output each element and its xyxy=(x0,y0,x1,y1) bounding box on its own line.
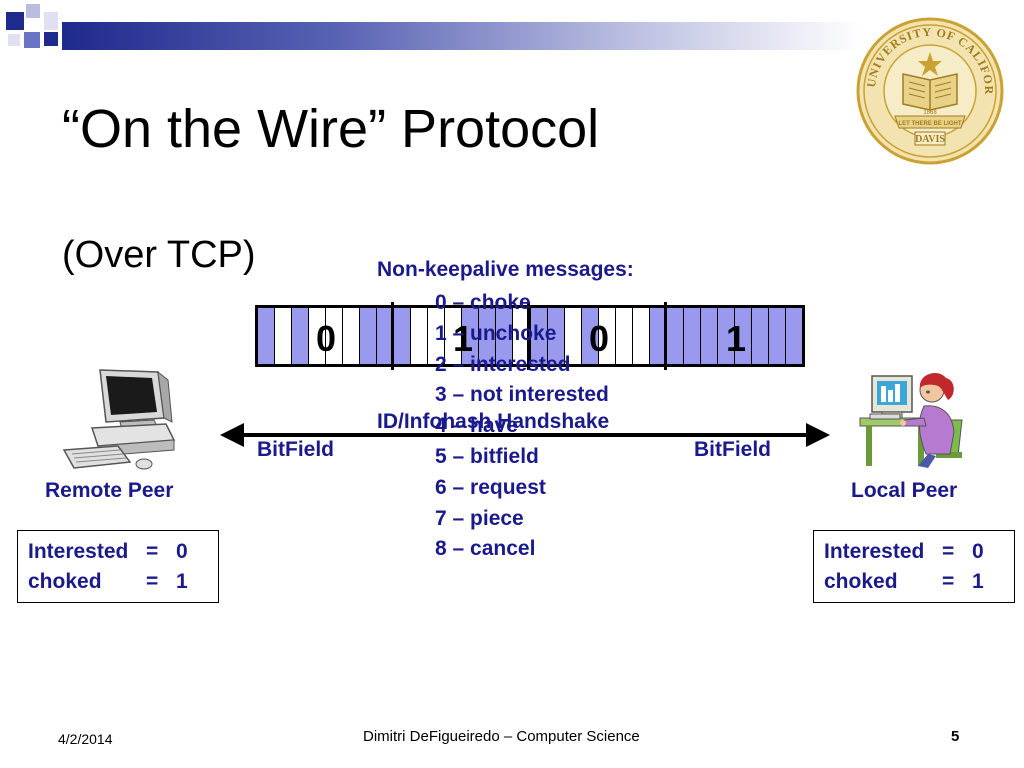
byte-separator xyxy=(391,302,394,370)
bit-cell xyxy=(530,308,548,364)
choked-key: choked xyxy=(28,570,102,593)
bit-cell xyxy=(734,308,752,364)
bit-cell xyxy=(428,308,446,364)
decor-square xyxy=(44,32,58,46)
bit-cell xyxy=(496,308,514,364)
bitfield-label-right: BitField xyxy=(694,438,771,461)
bit-cell xyxy=(666,308,684,364)
list-item: 4 – have xyxy=(435,414,518,438)
person-at-computer-icon xyxy=(859,373,963,468)
bit-cell xyxy=(751,308,769,364)
bit-cell xyxy=(785,308,802,364)
bit-cell xyxy=(275,308,293,364)
interested-row: Interested = 0 xyxy=(824,537,1004,567)
page-title: “On the Wire” Protocol xyxy=(62,99,600,159)
list-item: 7 – piece xyxy=(435,506,524,530)
list-item: 2 – interested xyxy=(435,352,571,376)
bitfield-label-left: BitField xyxy=(257,438,334,461)
footer-author: Dimitri DeFigueiredo – Computer Science xyxy=(363,728,640,745)
bit-cell xyxy=(445,308,463,364)
university-seal-icon: THE UNIVERSITY OF CALIFORNIA LET THERE B… xyxy=(855,16,1004,165)
double-arrow-icon xyxy=(220,423,830,447)
interested-key: Interested xyxy=(824,540,925,563)
equals-sign: = xyxy=(146,570,159,593)
bit-cell xyxy=(479,308,497,364)
bit-cell xyxy=(683,308,701,364)
message-list: 0 – choke 1 – unchoke 2 – interested 3 –… xyxy=(435,290,609,567)
equals-sign: = xyxy=(942,570,955,593)
bit-cell xyxy=(360,308,378,364)
equals-sign: = xyxy=(146,540,159,563)
seal-banner-text: LET THERE BE LIGHT xyxy=(899,121,962,127)
bit-cell xyxy=(632,308,650,364)
bit-cell xyxy=(700,308,718,364)
decor-square xyxy=(44,12,58,30)
decor-square xyxy=(6,12,24,30)
choked-row: choked = 1 xyxy=(824,567,1004,597)
interested-value: 0 xyxy=(972,540,984,563)
byte-separator xyxy=(527,302,530,370)
bit-cell xyxy=(581,308,599,364)
bit-cell xyxy=(717,308,735,364)
byte-value: 0 xyxy=(316,318,337,359)
byte-value: 1 xyxy=(453,318,474,359)
page-subtitle: (Over TCP) xyxy=(62,234,256,276)
byte-value: 0 xyxy=(589,318,610,359)
bit-cell xyxy=(547,308,565,364)
interested-value: 0 xyxy=(176,540,188,563)
interested-key: Interested xyxy=(28,540,129,563)
bit-cell xyxy=(462,308,480,364)
decor-square xyxy=(26,4,40,18)
list-item: 0 – choke xyxy=(435,291,531,314)
seal-year-text: 1868 xyxy=(923,110,937,116)
bit-cell xyxy=(615,308,633,364)
equals-sign: = xyxy=(942,540,955,563)
choked-row: choked = 1 xyxy=(28,567,208,597)
list-item: 3 – not interested xyxy=(435,383,609,407)
decor-square xyxy=(8,34,20,46)
bit-cell xyxy=(309,308,327,364)
byte-value: 1 xyxy=(726,318,747,359)
choked-key: choked xyxy=(824,570,898,593)
bit-cell xyxy=(326,308,344,364)
local-peer-label: Local Peer xyxy=(851,479,958,502)
list-item: 5 – bitfield xyxy=(435,444,539,468)
choked-value: 1 xyxy=(176,570,188,593)
messages-heading: Non-keepalive messages: xyxy=(377,258,634,281)
bit-cell xyxy=(343,308,361,364)
remote-peer-state-box: Interested = 0 choked = 1 xyxy=(17,530,219,603)
list-item: 1 – unchoke xyxy=(435,321,557,345)
bit-cell xyxy=(258,308,276,364)
footer-date: 4/2/2014 xyxy=(58,731,113,747)
local-peer-state-box: Interested = 0 choked = 1 xyxy=(813,530,1015,603)
header-gradient-bar xyxy=(62,22,862,50)
remote-peer-label: Remote Peer xyxy=(45,479,174,502)
handshake-label: ID/Infohash Handshake xyxy=(377,410,610,433)
bit-cell xyxy=(598,308,616,364)
bit-cell xyxy=(394,308,412,364)
bit-cell xyxy=(411,308,429,364)
page-number: 5 xyxy=(951,728,960,745)
list-item: 8 – cancel xyxy=(435,537,536,561)
bit-strip xyxy=(255,305,805,367)
interested-row: Interested = 0 xyxy=(28,537,208,567)
choked-value: 1 xyxy=(972,570,984,593)
decor-square xyxy=(24,32,40,48)
bit-cell xyxy=(292,308,310,364)
seal-bottom-text: DAVIS xyxy=(915,134,945,145)
list-item: 6 – request xyxy=(435,475,546,499)
byte-separator xyxy=(664,302,667,370)
bit-cell xyxy=(768,308,786,364)
bit-cell xyxy=(564,308,582,364)
computer-icon xyxy=(62,369,176,470)
